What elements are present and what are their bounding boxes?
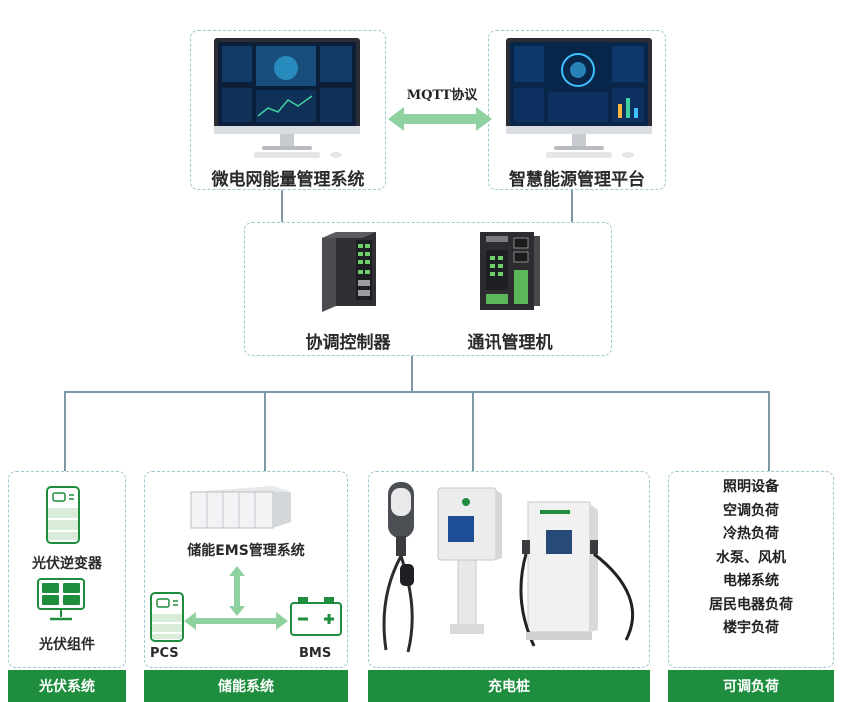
charging-box xyxy=(368,471,650,668)
loads-footer: 可调负荷 xyxy=(668,670,834,702)
list-item: 照明设备 xyxy=(723,479,779,495)
drop-charging xyxy=(472,391,474,471)
drop-loads xyxy=(768,391,770,471)
pedestal-charger-icon xyxy=(437,487,502,634)
drop-storage xyxy=(264,391,266,471)
link-ems-to-hub xyxy=(281,190,283,222)
list-item: 楼宇负荷 xyxy=(723,620,779,636)
solar-panel-icon xyxy=(37,578,85,621)
storage-cabinet-icon xyxy=(190,486,291,529)
bus-line xyxy=(64,391,770,393)
dc-charger-icon xyxy=(519,501,635,647)
link-hub-down xyxy=(411,356,413,392)
battery-icon xyxy=(290,597,342,636)
drop-pv xyxy=(64,391,66,471)
smart-platform-label: 智慧能源管理平台 xyxy=(509,170,645,190)
pcs-label: PCS xyxy=(150,646,179,661)
load-list: 照明设备 空调负荷 冷热负荷 水泵、风机 电梯系统 居民电器负荷 楼宇负荷 xyxy=(668,476,834,641)
monitor-icon xyxy=(506,38,652,158)
storage-ems-label: 储能EMS管理系统 xyxy=(187,543,305,559)
inverter-icon xyxy=(46,486,80,544)
list-item: 水泵、风机 xyxy=(716,549,786,566)
controller-device-icon xyxy=(322,232,376,312)
double-arrow-icon xyxy=(388,107,492,131)
pv-inverter-label: 光伏逆变器 xyxy=(32,556,102,572)
vertical-double-arrow-icon xyxy=(229,566,245,616)
gateway-label: 通讯管理机 xyxy=(467,333,553,353)
bms-label: BMS xyxy=(299,646,332,661)
loads-box xyxy=(668,471,834,668)
link-platform-to-hub xyxy=(571,190,573,222)
controller-label: 协调控制器 xyxy=(305,333,391,353)
pcs-icon xyxy=(150,592,184,642)
gateway-device-icon xyxy=(480,232,540,310)
list-item: 冷热负荷 xyxy=(723,526,779,542)
wallbox-charger-icon xyxy=(382,482,414,653)
microgrid-ems-label: 微电网能量管理系统 xyxy=(211,170,365,190)
list-item: 空调负荷 xyxy=(723,502,779,519)
storage-system-footer: 储能系统 xyxy=(144,670,348,702)
monitor-icon xyxy=(214,38,360,158)
pv-system-footer: 光伏系统 xyxy=(8,670,126,702)
protocol-label: MQTT协议 xyxy=(406,88,478,103)
controller-hub-box xyxy=(244,222,612,356)
list-item: 居民电器负荷 xyxy=(709,596,793,613)
horizontal-double-arrow-icon xyxy=(184,612,288,630)
charging-footer: 充电桩 xyxy=(368,670,650,702)
pv-module-label: 光伏组件 xyxy=(39,637,95,653)
list-item: 电梯系统 xyxy=(723,573,779,589)
